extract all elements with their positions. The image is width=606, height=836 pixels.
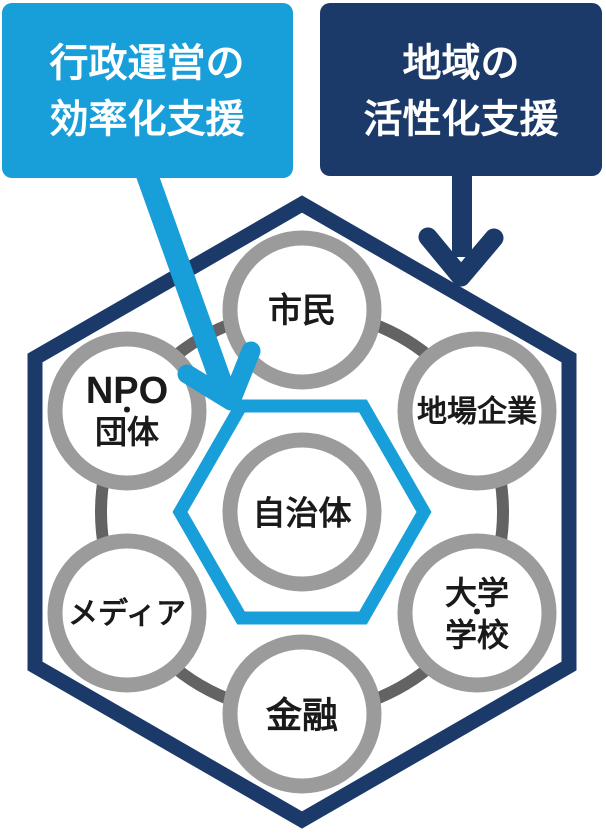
node-local-companies: 地場企業 bbox=[397, 331, 557, 491]
local-companies-circle bbox=[397, 331, 557, 491]
callout-efficiency: 行政運営の 効率化支援 bbox=[2, 3, 293, 178]
university-circle bbox=[397, 533, 557, 693]
center-hexagon bbox=[172, 399, 432, 625]
node-municipality: 自治体 bbox=[222, 432, 382, 592]
revitalization-callout-line2: 活性化支援 bbox=[363, 99, 559, 142]
university-label-separator: ・ bbox=[465, 600, 489, 627]
efficiency-arrowhead-icon bbox=[177, 341, 261, 411]
revitalization-callout-box bbox=[320, 3, 602, 176]
npo-label-line2: 団体 bbox=[95, 414, 159, 450]
efficiency-callout-line2: 効率化支援 bbox=[49, 99, 245, 142]
node-citizens: 市民 bbox=[222, 230, 382, 390]
citizens-label: 市民 bbox=[268, 291, 336, 330]
efficiency-callout-box bbox=[2, 3, 293, 178]
finance-label: 金融 bbox=[265, 695, 338, 736]
citizens-circle bbox=[222, 230, 382, 390]
revitalization-arrowhead-icon bbox=[418, 227, 504, 287]
university-label-line2: 学校 bbox=[445, 617, 509, 653]
local-companies-label: 地場企業 bbox=[417, 395, 537, 429]
efficiency-arrow bbox=[135, 168, 261, 411]
media-label: メディア bbox=[68, 597, 186, 631]
callout-revitalization: 地域の 活性化支援 bbox=[320, 3, 602, 176]
npo-circle bbox=[47, 331, 207, 491]
node-university: 大学 ・ 学校 bbox=[397, 533, 557, 693]
revitalization-arrow bbox=[418, 174, 504, 287]
university-label-line1: 大学 bbox=[445, 575, 509, 611]
node-npo: NPO ・ 団体 bbox=[47, 331, 207, 491]
media-circle bbox=[47, 533, 207, 693]
efficiency-callout-line1: 行政運営の bbox=[49, 43, 244, 86]
municipality-circle bbox=[222, 432, 382, 592]
finance-circle bbox=[222, 634, 382, 794]
outer-hexagon bbox=[27, 195, 577, 829]
npo-label-line1: NPO bbox=[86, 370, 168, 412]
efficiency-arrow-line bbox=[135, 168, 237, 400]
node-finance: 金融 bbox=[222, 634, 382, 794]
municipality-label: 自治体 bbox=[253, 495, 352, 532]
revitalization-callout-line1: 地域の bbox=[402, 43, 519, 86]
npo-label-separator: ・ bbox=[115, 398, 139, 425]
node-media: メディア bbox=[47, 533, 207, 693]
